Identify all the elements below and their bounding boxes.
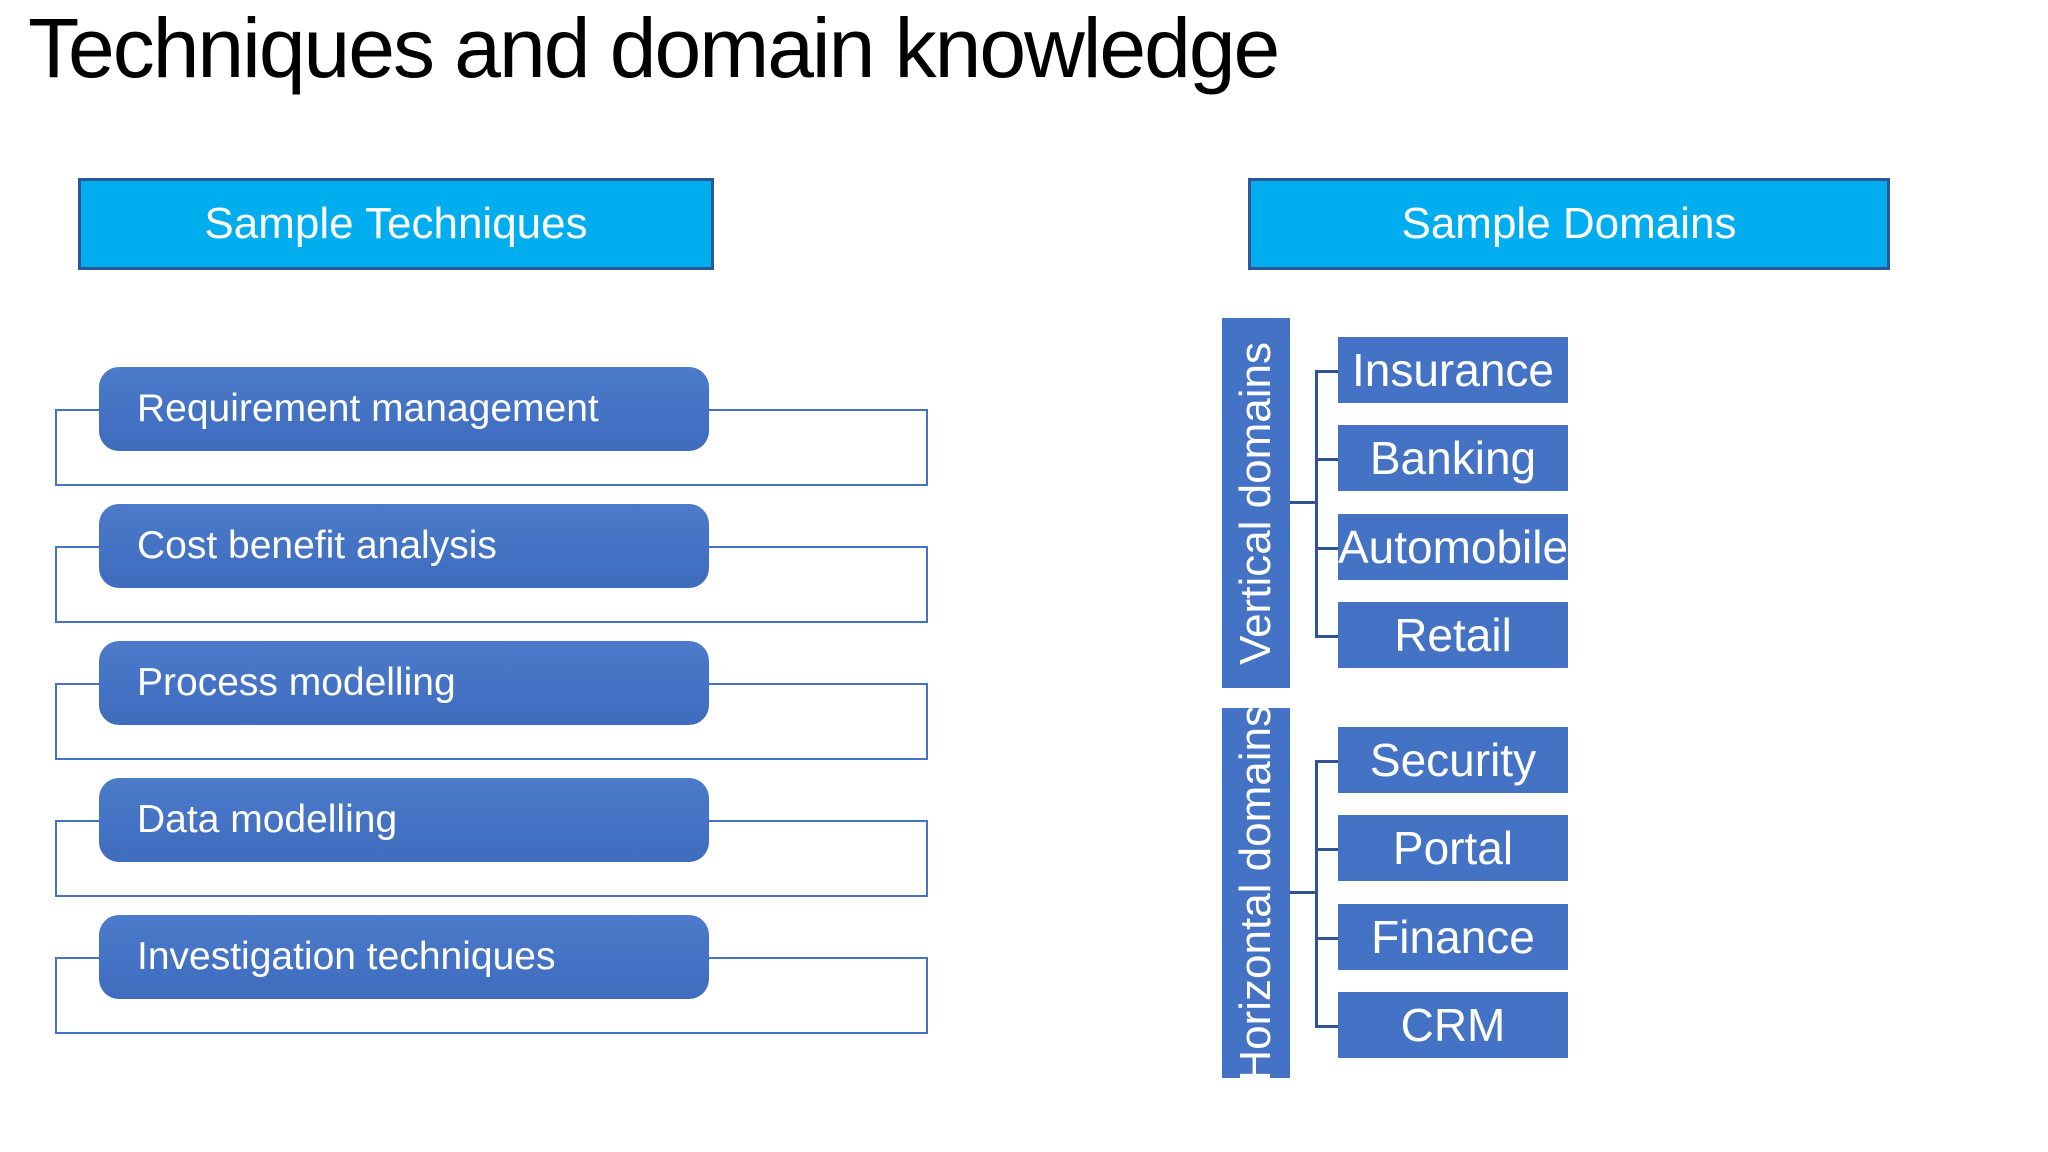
domain-label: CRM <box>1400 999 1506 1051</box>
technique-box: Requirement management <box>99 367 709 451</box>
connector-line <box>1315 848 1338 851</box>
domain-label: Portal <box>1392 822 1514 874</box>
domain-label: Retail <box>1394 609 1512 661</box>
domain-label: Banking <box>1369 432 1537 484</box>
connector-line <box>1315 547 1338 550</box>
connector-line <box>1315 370 1318 638</box>
technique-label: Process modelling <box>137 661 456 704</box>
technique-box: Process modelling <box>99 641 709 725</box>
horizontal-domains-label-box: Horizontal domains <box>1222 705 1290 1081</box>
domain-box: Security <box>1338 727 1568 793</box>
domain-box: Finance <box>1338 904 1568 970</box>
connector-line <box>1315 760 1318 1028</box>
technique-box: Data modelling <box>99 778 709 862</box>
domain-label: Insurance <box>1351 344 1554 396</box>
domain-label: Security <box>1369 734 1537 786</box>
domain-box: CRM <box>1338 992 1568 1058</box>
domain-box: Insurance <box>1338 337 1568 403</box>
connector-line <box>1315 635 1338 638</box>
domains-header: Sample Domains <box>1248 178 1890 270</box>
techniques-header-label: Sample Techniques <box>204 199 588 248</box>
domains-header-label: Sample Domains <box>1401 199 1737 248</box>
technique-label: Cost benefit analysis <box>137 524 497 567</box>
connector-line <box>1315 370 1338 373</box>
vertical-domains-label: Vertical domains <box>1231 341 1280 665</box>
vertical-domains-label-box: Vertical domains <box>1222 318 1290 688</box>
connector-line <box>1315 760 1338 763</box>
technique-box: Investigation techniques <box>99 915 709 999</box>
connector-line <box>1290 501 1315 504</box>
technique-label: Investigation techniques <box>137 935 556 978</box>
domain-label: Finance <box>1371 911 1535 963</box>
domain-label: Automobile <box>1337 521 1569 573</box>
connector-line <box>1290 891 1315 894</box>
connector-line <box>1315 937 1338 940</box>
technique-label: Requirement management <box>137 387 599 430</box>
domain-box: Portal <box>1338 815 1568 881</box>
connector-line <box>1315 1025 1338 1028</box>
horizontal-domains-label: Horizontal domains <box>1231 704 1280 1082</box>
domain-box: Automobile <box>1338 514 1568 580</box>
slide-title: Techniques and domain knowledge <box>28 1 1280 95</box>
technique-box: Cost benefit analysis <box>99 504 709 588</box>
connector-line <box>1315 458 1338 461</box>
techniques-header: Sample Techniques <box>78 178 714 270</box>
technique-label: Data modelling <box>137 798 398 841</box>
domain-box: Banking <box>1338 425 1568 491</box>
domain-box: Retail <box>1338 602 1568 668</box>
